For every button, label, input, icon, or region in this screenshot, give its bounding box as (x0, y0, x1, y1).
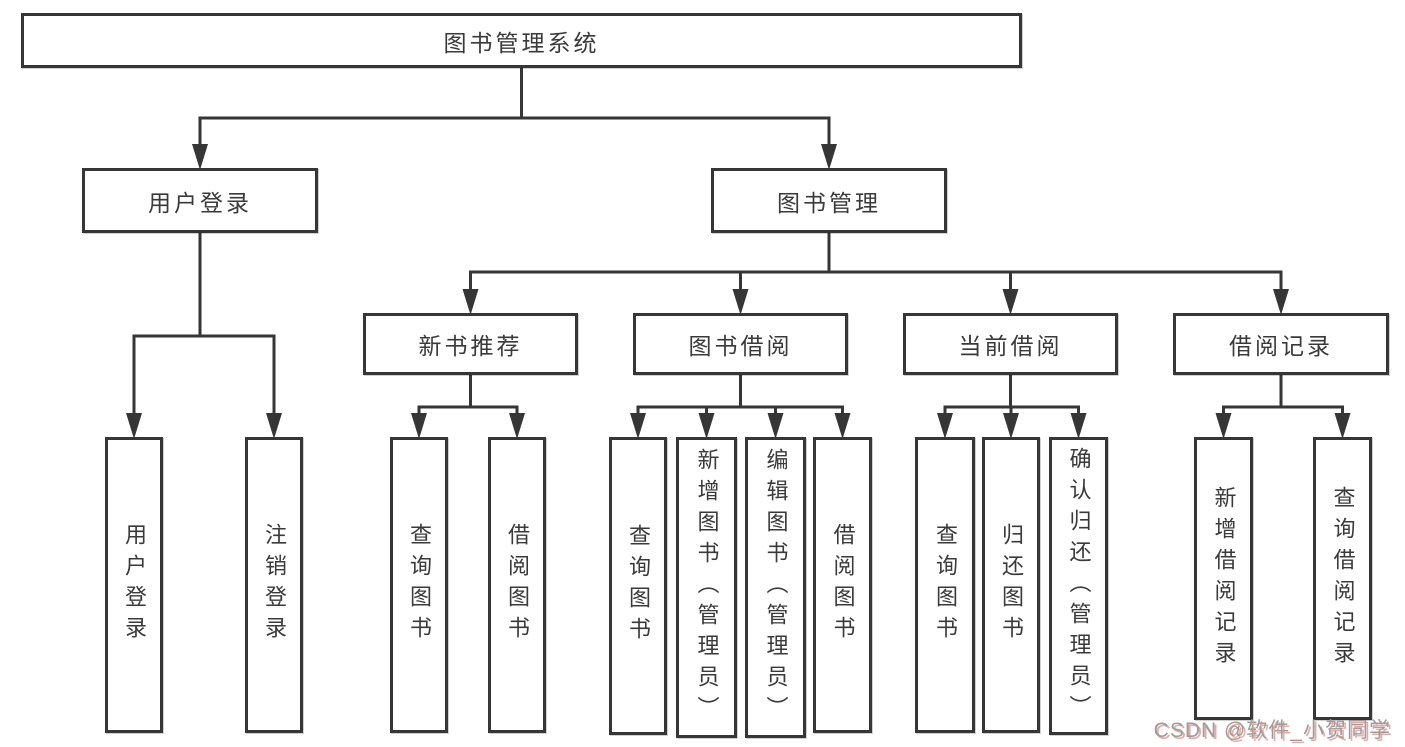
node-label: 借阅图书 (505, 523, 530, 647)
node-leaf-user-login: 用户登录 (105, 437, 163, 733)
arrowhead-icon (462, 289, 479, 315)
node-leaf-cb-query: 查询图书 (915, 437, 975, 733)
node-leaf-bb-add: 新增图书（管理员） (676, 437, 737, 738)
arrowhead-icon (821, 144, 837, 170)
node-leaf-rec-query: 查询借阅记录 (1313, 437, 1372, 720)
arrowhead-icon (1215, 413, 1232, 439)
node-label: 查询借阅记录 (1330, 485, 1356, 672)
arrowhead-icon (834, 413, 851, 439)
node-label: 注销登录 (262, 523, 287, 647)
node-leaf-nb-query: 查询图书 (390, 437, 448, 733)
node-label: 编辑图书（管理员） (763, 448, 789, 727)
node-label: 借阅记录 (1229, 333, 1333, 359)
arrowhead-icon (266, 413, 282, 439)
node-book-mgmt: 图书管理 (711, 168, 947, 233)
arrowhead-icon (192, 144, 208, 170)
node-label: 图书管理 (777, 189, 881, 216)
node-leaf-bb-borrow: 借阅图书 (813, 437, 872, 733)
node-borrow-records: 借阅记录 (1173, 313, 1389, 375)
arrowhead-icon (1003, 413, 1019, 439)
node-label: 用户登录 (122, 523, 147, 647)
arrowhead-icon (698, 413, 715, 439)
node-label: 新增图书（管理员） (694, 448, 720, 727)
node-label: 新增借阅记录 (1211, 485, 1237, 672)
arrowhead-icon (1070, 413, 1087, 439)
node-label: 查询图书 (933, 523, 958, 647)
node-new-book-rec: 新书推荐 (363, 313, 578, 375)
node-label: 查询图书 (407, 523, 432, 647)
node-leaf-nb-borrow: 借阅图书 (488, 437, 546, 733)
node-leaf-rec-add: 新增借阅记录 (1194, 437, 1253, 720)
node-leaf-logout: 注销登录 (245, 437, 303, 733)
node-label: 查询图书 (626, 524, 651, 648)
watermark: CSDN @软件_小贺同学 (1153, 719, 1391, 742)
arrowhead-icon (1273, 289, 1289, 315)
arrowhead-icon (1002, 289, 1019, 315)
node-label: 借阅图书 (830, 523, 856, 647)
arrowhead-icon (411, 413, 427, 439)
node-label: 确认归还（管理员） (1066, 446, 1092, 726)
arrowhead-icon (767, 413, 784, 439)
node-label: 新书推荐 (418, 333, 523, 359)
node-label: 当前借阅 (958, 333, 1063, 359)
arrowhead-icon (630, 413, 646, 439)
node-label: 图书管理系统 (443, 29, 600, 56)
arrowhead-icon (1334, 413, 1351, 439)
node-label: 归还图书 (999, 523, 1024, 647)
node-leaf-cb-confirm: 确认归还（管理员） (1049, 437, 1108, 735)
node-leaf-bb-edit: 编辑图书（管理员） (745, 437, 806, 738)
arrowhead-icon (509, 413, 525, 439)
arrowhead-icon (126, 413, 142, 439)
node-current-borrow: 当前借阅 (903, 313, 1118, 375)
node-leaf-cb-return: 归还图书 (982, 437, 1040, 733)
node-root: 图书管理系统 (21, 13, 1022, 68)
node-label: 用户登录 (148, 189, 252, 216)
arrowhead-icon (937, 413, 953, 439)
node-user-login: 用户登录 (82, 168, 318, 233)
node-book-borrow: 图书借阅 (633, 313, 848, 375)
arrowhead-icon (732, 289, 749, 315)
node-leaf-bb-query: 查询图书 (609, 437, 667, 735)
node-label: 图书借阅 (688, 333, 793, 359)
